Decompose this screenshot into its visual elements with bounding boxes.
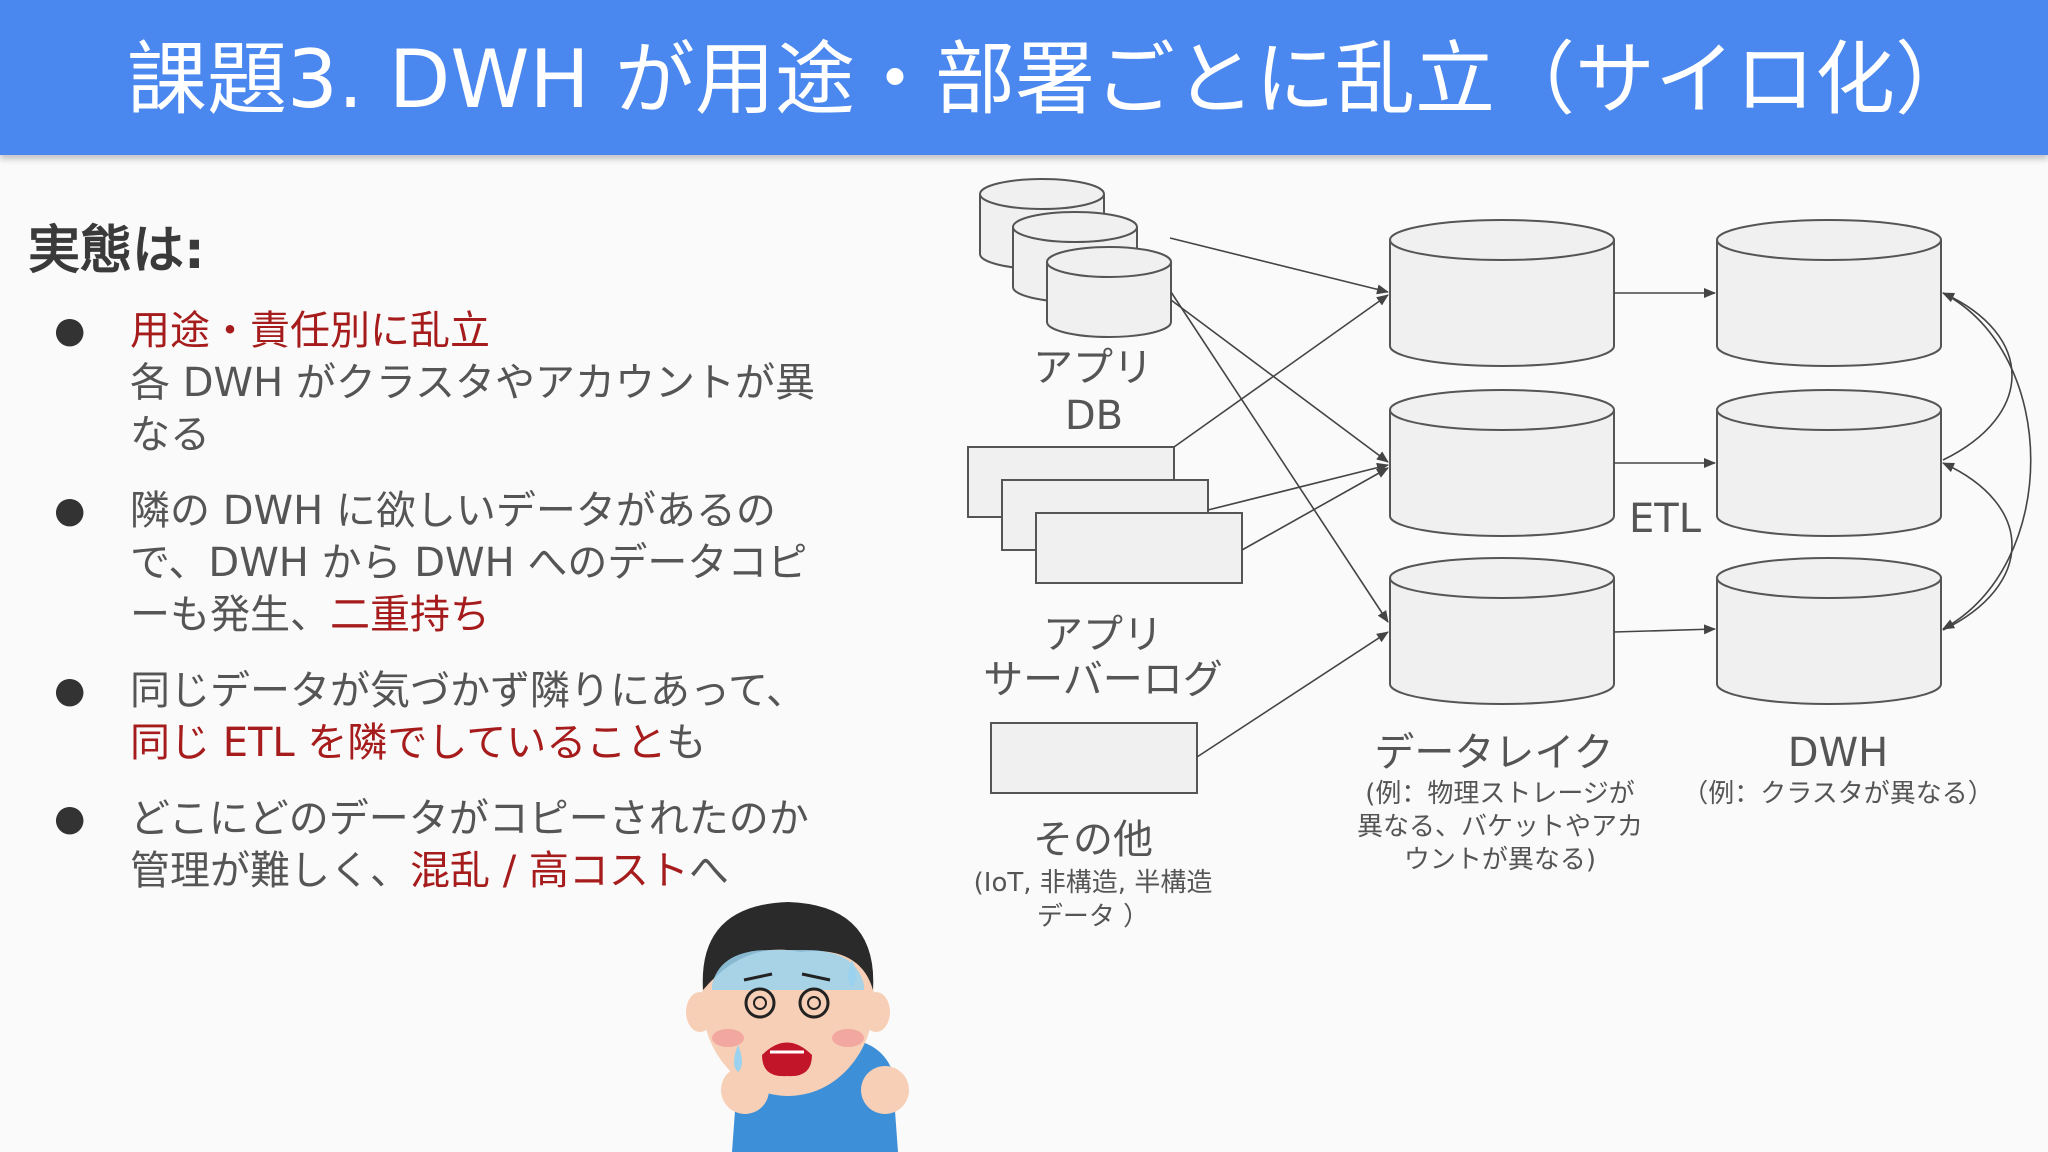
bullet-list: ● 用途・責任別に乱立各 DWH がクラスタやアカウントが異なる ● 隣の DWH に… [50,305,840,921]
app-log-label-line2: サーバーログ [983,657,1223,703]
app-db-cylinders [979,178,1172,338]
bullet-text-part: どこにどのデータがコピーされたのか管理が難しく、 [130,796,809,894]
highlighted-text: 混乱 / 高コスト [410,848,689,894]
arrow [1207,462,1389,511]
dwh-cylinder [1716,389,1942,537]
bullet-text-part: 同じデータが気づかず隣りにあって、 [130,668,806,714]
bullet-item: ● 用途・責任別に乱立各 DWH がクラスタやアカウントが異なる [50,305,840,461]
datalake-note-line2: 異なる、バケットやアカ [1357,812,1643,842]
dwh-copy-arrow [1942,462,2013,631]
arrow [1613,624,1716,635]
other-note-line1: (IoT, 非構造, 半構造 [974,868,1213,898]
section-heading: 実態は: [28,221,205,281]
bullet-text: 同じデータが気づかず隣りにあって、同じ ETL を隣でしていることも [130,665,840,769]
title-bar: 課題3. DWH が用途・部署ごとに乱立（サイロ化） [0,0,2048,155]
datalake-cylinder [1389,219,1615,367]
bullet-text: 用途・責任別に乱立各 DWH がクラスタやアカウントが異なる [130,305,840,461]
datalake-note-line1: (例：物理ストレージが [1365,779,1635,809]
datalake-cylinder [1389,389,1615,537]
app-db-label-line1: アプリ [1033,345,1153,391]
dwh-label: DWH [1788,730,1888,776]
bullet-item: ● どこにどのデータがコピーされたのか管理が難しく、混乱 / 高コストへ [50,793,840,897]
bullet-text: どこにどのデータがコピーされたのか管理が難しく、混乱 / 高コストへ [130,793,840,897]
datalake-cylinder [1389,557,1615,705]
dwh-cylinders [1716,219,1942,705]
arrow [1170,291,1389,623]
dwh-copy-arrow [1942,292,2032,630]
bullet-dot-icon: ● [54,670,86,711]
worried-person-illustration [686,902,909,1152]
dwh-cylinder [1716,557,1942,705]
dwh-note: （例：クラスタが異なる） [1682,779,1993,809]
app-log-label-line1: アプリ [1043,612,1163,658]
bullet-dot-icon: ● [54,310,86,351]
dwh-copy-arrow [1942,292,2013,461]
other-label: その他 [1033,817,1153,863]
bullet-text: 隣の DWH に欲しいデータがあるので、DWH から DWH へのデータコピーも… [130,485,840,641]
arrow [1241,467,1389,551]
bullet-text-part: も [666,720,707,766]
bullet-text-part: 各 DWH がクラスタやアカウントが異なる [130,360,816,458]
bullet-item: ● 隣の DWH に欲しいデータがあるので、DWH から DWH へのデータコピー… [50,485,840,641]
slide-title: 課題3. DWH が用途・部署ごとに乱立（サイロ化） [127,33,1976,126]
arrow [1169,237,1389,295]
db-cylinder [1046,246,1172,338]
other-source-box [990,722,1198,794]
highlighted-text: 同じ ETL を隣でしていること [130,720,667,766]
bullet-dot-icon: ● [54,490,86,531]
dwh-cylinder [1716,219,1942,367]
bullet-dot-icon: ● [54,798,86,839]
highlighted-text: 用途・責任別に乱立 [130,308,490,354]
arrow [1196,631,1389,758]
datalake-label: データレイク [1374,730,1613,776]
other-note-line2: データ ） [1037,902,1149,932]
log-file [1035,512,1243,584]
datalake-note-line3: ウントが異なる) [1404,845,1596,875]
datalake-cylinders [1389,219,1615,705]
bullet-text-part: 隣の DWH に欲しいデータがあるので、DWH から DWH へのデータコピーも… [130,488,808,638]
flow-arrows [1169,237,2032,758]
app-log-files [967,446,1243,584]
bullet-text-part: へ [688,848,729,894]
arrow [1170,299,1389,463]
app-db-label-line2: DB [1065,393,1123,439]
etl-label: ETL [1629,496,1702,542]
highlighted-text: 二重持ち [330,592,490,638]
bullet-item: ● 同じデータが気づかず隣りにあって、同じ ETL を隣でしていることも [50,665,840,769]
arrow [1173,294,1389,448]
